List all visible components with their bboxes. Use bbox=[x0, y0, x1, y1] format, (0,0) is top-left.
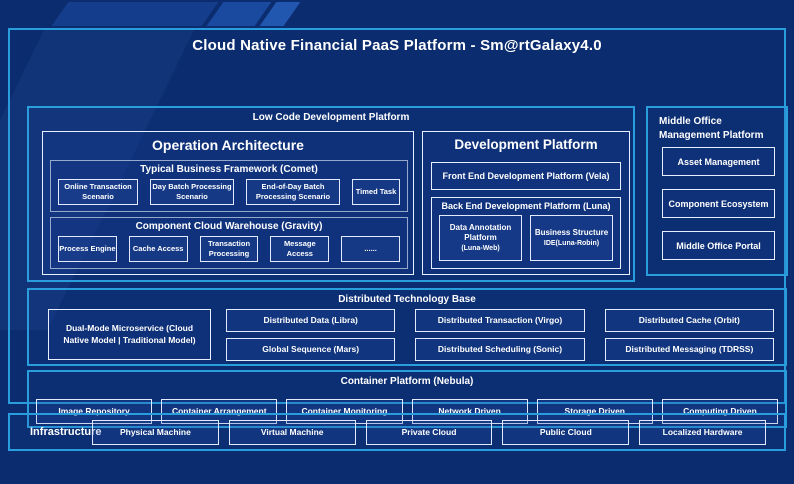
asset-management-box: Asset Management bbox=[662, 147, 775, 176]
distributed-item: Distributed Transaction (Virgo) bbox=[415, 309, 585, 332]
component-ecosystem-box: Component Ecosystem bbox=[662, 189, 775, 218]
operation-architecture-box: Operation Architecture Typical Business … bbox=[42, 131, 414, 275]
infrastructure-item: Virtual Machine bbox=[228, 420, 356, 445]
chip-sublabel: IDE(Luna-Robin) bbox=[543, 239, 600, 247]
container-platform-item: Container Monitoring bbox=[286, 399, 403, 424]
section-label: Distributed Technology Base bbox=[338, 294, 476, 305]
container-platform-items: Image Repository Container Arrangement C… bbox=[36, 399, 779, 424]
group-label: Component Cloud Warehouse (Gravity) bbox=[135, 221, 323, 232]
gravity-items: Process Engine Cache Access Transaction … bbox=[58, 236, 400, 262]
front-end-development-platform-box: Front End Development Platform (Vela) bbox=[431, 162, 621, 190]
gravity-item: Transaction Processing bbox=[199, 236, 259, 262]
infrastructure-item: Public Cloud bbox=[502, 420, 630, 445]
data-annotation-platform-box: Data Annotation Platform (Luna-Web) bbox=[439, 215, 522, 261]
distributed-items: Distributed Data (Libra) Distributed Tra… bbox=[226, 309, 774, 361]
decorative-stripe bbox=[51, 2, 219, 26]
gravity-item: Message Access bbox=[270, 236, 330, 262]
distributed-item: Distributed Data (Libra) bbox=[226, 309, 396, 332]
middle-office-portal-box: Middle Office Portal bbox=[662, 231, 775, 260]
comet-item: End-of-Day Batch Processing Scenario bbox=[246, 179, 340, 205]
section-low-code-development-platform: Low Code Development Platform Operation … bbox=[27, 106, 635, 282]
chip-label: Data Annotation Platform bbox=[449, 223, 512, 243]
comet-item: Timed Task bbox=[352, 179, 400, 205]
container-platform-item: Container Arrangement bbox=[161, 399, 278, 424]
component-cloud-warehouse-box: Component Cloud Warehouse (Gravity) Proc… bbox=[50, 217, 408, 269]
container-platform-item: Storage Driven bbox=[536, 399, 653, 424]
chip-sublabel: (Luna-Web) bbox=[461, 244, 500, 252]
page-title: Cloud Native Financial PaaS Platform - S… bbox=[192, 37, 602, 54]
group-label: Typical Business Framework (Comet) bbox=[140, 164, 318, 175]
infrastructure-item: Physical Machine bbox=[92, 420, 219, 445]
infrastructure-item: Private Cloud bbox=[365, 420, 493, 445]
section-label: Infrastructure bbox=[30, 426, 102, 438]
development-platform-box: Development Platform Front End Developme… bbox=[422, 131, 630, 275]
back-end-development-platform-box: Back End Development Platform (Luna) Dat… bbox=[431, 197, 621, 269]
container-platform-item: Image Repository bbox=[36, 399, 153, 424]
section-label: Container Platform (Nebula) bbox=[340, 376, 474, 387]
gravity-item: Process Engine bbox=[58, 236, 117, 262]
comet-items: Online Transaction Scenario Day Batch Pr… bbox=[58, 179, 400, 205]
section-infrastructure: Infrastructure Physical Machine Virtual … bbox=[8, 413, 786, 451]
distributed-item: Distributed Cache (Orbit) bbox=[604, 309, 774, 332]
gravity-item-ellipsis: ...... bbox=[341, 236, 400, 262]
platform-frame: Cloud Native Financial PaaS Platform - S… bbox=[0, 28, 788, 428]
distributed-item: Distributed Scheduling (Sonic) bbox=[415, 338, 585, 361]
gravity-item: Cache Access bbox=[128, 236, 188, 262]
chip-label: Business Structure bbox=[534, 228, 609, 238]
dual-mode-microservice-box: Dual-Mode Microservice (Cloud Native Mod… bbox=[48, 309, 211, 360]
typical-business-framework-box: Typical Business Framework (Comet) Onlin… bbox=[50, 160, 408, 212]
section-middle-office-management-platform: Middle Office Management Platform Asset … bbox=[646, 106, 788, 276]
comet-item: Online Transaction Scenario bbox=[58, 179, 138, 205]
infrastructure-items: Physical Machine Virtual Machine Private… bbox=[92, 420, 766, 445]
section-label: Middle Office Management Platform bbox=[659, 116, 764, 141]
container-platform-item: Computing Driven bbox=[661, 399, 779, 424]
development-platform-title: Development Platform bbox=[454, 137, 598, 152]
infrastructure-item: Localized Hardware bbox=[639, 420, 766, 445]
business-structure-ide-box: Business Structure IDE(Luna-Robin) bbox=[530, 215, 613, 261]
comet-item: Day Batch Processing Scenario bbox=[150, 179, 234, 205]
distributed-item: Global Sequence (Mars) bbox=[226, 338, 396, 361]
distributed-item: Distributed Messaging (TDRSS) bbox=[604, 338, 774, 361]
back-end-items: Data Annotation Platform (Luna-Web) Busi… bbox=[439, 215, 613, 261]
container-platform-item: Network Driven bbox=[411, 399, 528, 424]
section-distributed-technology-base: Distributed Technology Base Dual-Mode Mi… bbox=[27, 288, 787, 366]
section-container-platform: Container Platform (Nebula) Image Reposi… bbox=[27, 370, 787, 428]
section-label: Low Code Development Platform bbox=[252, 112, 410, 123]
operation-architecture-title: Operation Architecture bbox=[152, 137, 304, 153]
group-label: Back End Development Platform (Luna) bbox=[441, 201, 611, 211]
